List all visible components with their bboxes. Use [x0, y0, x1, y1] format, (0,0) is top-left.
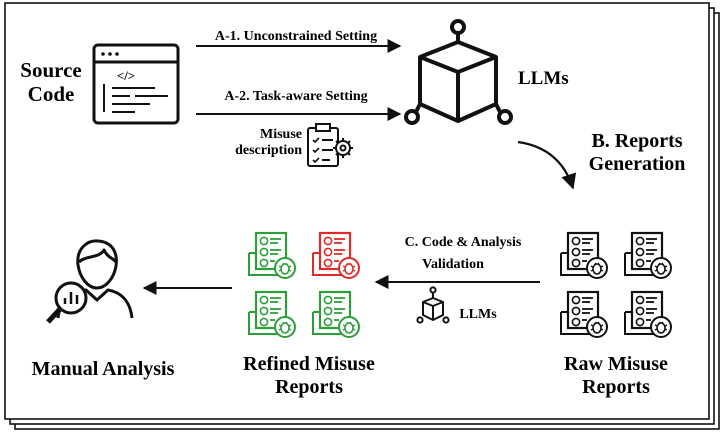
raw-line1: Raw Misuse [564, 353, 668, 375]
llm-cube-icon [404, 19, 513, 125]
raw-reports-label: Raw Misuse Reports [536, 353, 696, 399]
step-b-line1: B. Reports [591, 130, 683, 152]
step-c-line1: C. Code & Analysis [405, 235, 522, 250]
arrow-b [517, 140, 577, 190]
source-code-icon [92, 43, 180, 125]
step-c-line2: Validation [422, 257, 484, 272]
frame-stack [4, 2, 720, 430]
raw-line2: Reports [582, 376, 650, 398]
source-code-label: Source Code [14, 58, 88, 106]
refined-reports-label: Refined Misuse Reports [224, 353, 394, 399]
llm-small-cube-icon [416, 286, 450, 324]
source-code-line1: Source [20, 58, 82, 82]
analyst-icon [46, 239, 134, 324]
misuse-line1: Misuse [260, 127, 302, 142]
step-b-line2: Generation [588, 153, 686, 175]
source-code-line2: Code [27, 82, 75, 107]
arrow-a1-label: A-1. Unconstrained Setting [215, 29, 377, 44]
refined-line2: Reports [275, 376, 343, 398]
manual-analysis-label: Manual Analysis [31, 358, 175, 380]
refined-line1: Refined Misuse [243, 353, 375, 375]
arrow-a2-label: A-2. Task-aware Setting [224, 89, 367, 104]
misuse-line2: description [235, 143, 302, 159]
code-glyph: </> [117, 68, 135, 83]
misuse-description-label: Misuse description [232, 127, 302, 159]
clipboard-icon [307, 123, 353, 167]
llm-label: LLMs [518, 68, 569, 89]
llm-small-label: LLMs [459, 307, 497, 322]
step-b-label: B. Reports Generation [570, 130, 704, 176]
